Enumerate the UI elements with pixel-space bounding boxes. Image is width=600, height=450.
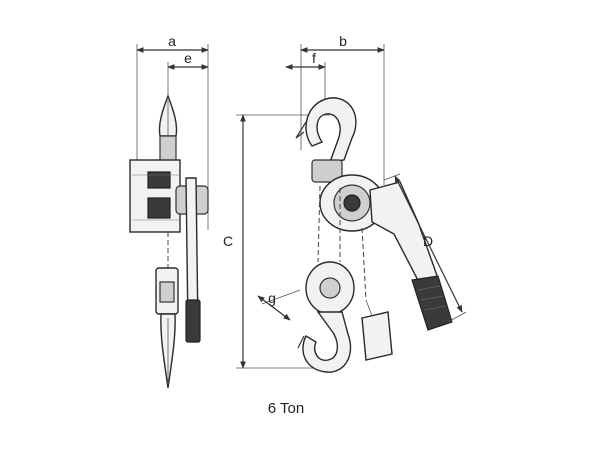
side-view bbox=[129, 44, 209, 389]
dimension-label-d: D bbox=[423, 233, 433, 249]
dimension-label-f: f bbox=[312, 50, 316, 66]
front-view bbox=[236, 44, 467, 373]
dimension-line-d bbox=[394, 175, 463, 313]
dimension-label-e: e bbox=[184, 50, 192, 66]
dimension-label-c: C bbox=[223, 233, 233, 249]
dimension-line-g bbox=[257, 295, 291, 321]
dimension-label-a: a bbox=[168, 33, 176, 49]
dimension-label-g: g bbox=[268, 290, 276, 306]
dimension-label-b: b bbox=[339, 33, 347, 49]
drawing-caption: 6 Ton bbox=[268, 400, 304, 417]
